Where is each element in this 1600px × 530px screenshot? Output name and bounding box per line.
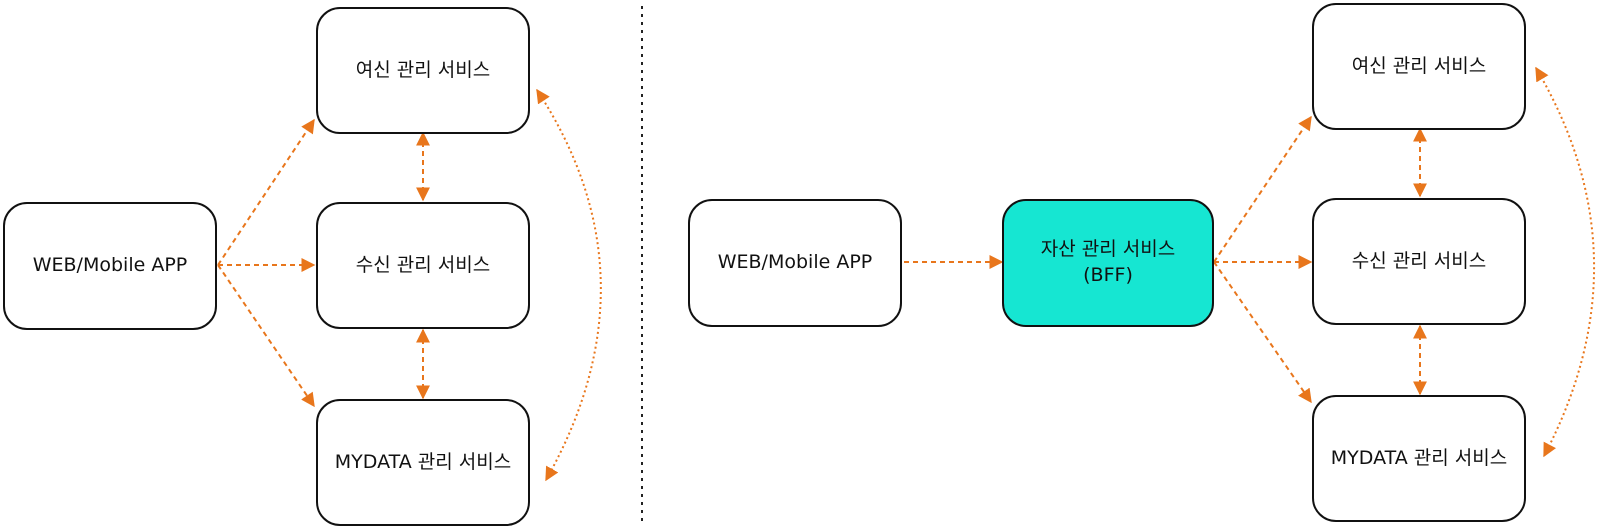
right-bff-service-label: 자산 관리 서비스 (1040, 238, 1176, 261)
left-deposit-service-node: 수신 관리 서비스 (316, 202, 530, 329)
right-credit-mydata-arc (1535, 66, 1596, 458)
right-mydata-service-node: MYDATA 관리 서비스 (1312, 395, 1526, 522)
left-deposit-service-label: 수신 관리 서비스 (355, 253, 491, 276)
left-web-mobile-app-node: WEB/Mobile APP (3, 202, 217, 330)
right-bff-to-credit-arrow (1213, 115, 1312, 263)
left-web-mobile-app-label: WEB/Mobile APP (32, 254, 188, 277)
left-client-to-credit-arrow (217, 118, 315, 266)
right-bff-to-mydata-arrow (1213, 261, 1312, 404)
right-deposit-service-label: 수신 관리 서비스 (1351, 249, 1487, 272)
left-mydata-service-node: MYDATA 관리 서비스 (316, 399, 530, 526)
left-client-to-mydata-arrow (217, 264, 315, 408)
right-credit-service-label: 여신 관리 서비스 (1351, 54, 1487, 77)
left-mydata-service-label: MYDATA 관리 서비스 (334, 450, 512, 473)
right-bff-service-sublabel: (BFF) (1083, 264, 1133, 286)
left-credit-service-label: 여신 관리 서비스 (355, 58, 491, 81)
right-web-mobile-app-node: WEB/Mobile APP (688, 199, 902, 327)
right-mydata-service-label: MYDATA 관리 서비스 (1330, 446, 1508, 469)
right-bff-service-node: 자산 관리 서비스 (BFF) (1002, 199, 1214, 327)
left-credit-mydata-arc (536, 88, 602, 482)
right-credit-service-node: 여신 관리 서비스 (1312, 3, 1526, 130)
right-web-mobile-app-label: WEB/Mobile APP (717, 251, 873, 274)
right-deposit-service-node: 수신 관리 서비스 (1312, 198, 1526, 325)
left-credit-service-node: 여신 관리 서비스 (316, 7, 530, 134)
